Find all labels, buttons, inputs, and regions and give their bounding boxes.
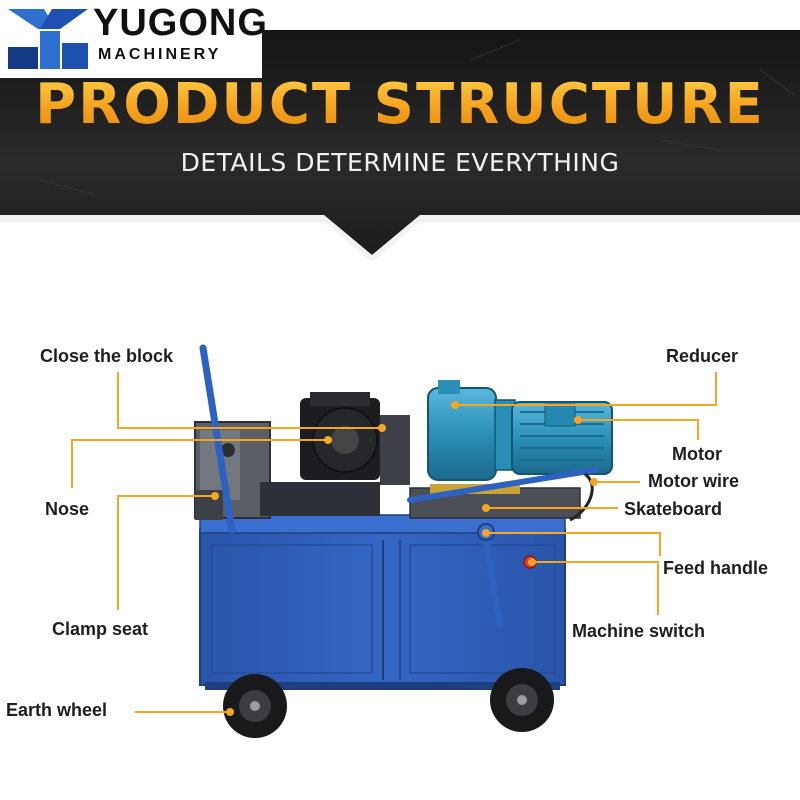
header-banner: YUGONG MACHINERY PRODUCT STRUCTURE DETAI…	[0, 0, 800, 260]
leader-reducer	[455, 372, 717, 406]
label-earth-wheel: Earth wheel	[6, 700, 108, 720]
leader-close-the-block	[117, 372, 382, 429]
leader-feed-handle	[486, 532, 661, 556]
clamp-block	[194, 421, 380, 520]
page-title: PRODUCT STRUCTURE	[0, 72, 800, 137]
label-nose: Nose	[45, 499, 90, 519]
leader-lines	[71, 372, 717, 713]
leader-motor	[578, 419, 699, 440]
machine-cabinet	[199, 514, 566, 690]
motor-wire-cable	[569, 472, 594, 522]
reducer-motor	[427, 380, 613, 481]
leader-nose	[71, 439, 328, 488]
label-clamp-seat: Clamp seat	[52, 619, 149, 639]
label-machine-switch: Machine switch	[572, 621, 706, 641]
label-feed-handle: Feed handle	[663, 558, 769, 578]
label-skateboard: Skateboard	[624, 499, 723, 519]
feed-handle-bar	[407, 467, 598, 503]
die-head	[300, 392, 410, 485]
feed-handle-arm	[482, 532, 503, 628]
brand-subtitle: MACHINERY	[98, 46, 222, 63]
yugong-logo-icon	[8, 9, 88, 69]
leader-clamp-seat	[117, 495, 215, 610]
leader-machine-switch	[532, 561, 659, 615]
page-subtitle: DETAILS DETERMINE EVERYTHING	[180, 148, 620, 177]
brand-name: YUGONG	[93, 2, 268, 44]
earth-wheel-right	[490, 668, 554, 732]
label-motor-wire: Motor wire	[648, 471, 740, 491]
label-close-the-block: Close the block	[40, 346, 174, 366]
leader-dots	[211, 401, 598, 716]
label-motor: Motor	[672, 444, 722, 464]
brand-logo: YUGONG MACHINERY	[0, 0, 267, 78]
earth-wheel-left	[223, 674, 287, 738]
header-background	[0, 30, 800, 260]
label-reducer: Reducer	[666, 346, 739, 366]
